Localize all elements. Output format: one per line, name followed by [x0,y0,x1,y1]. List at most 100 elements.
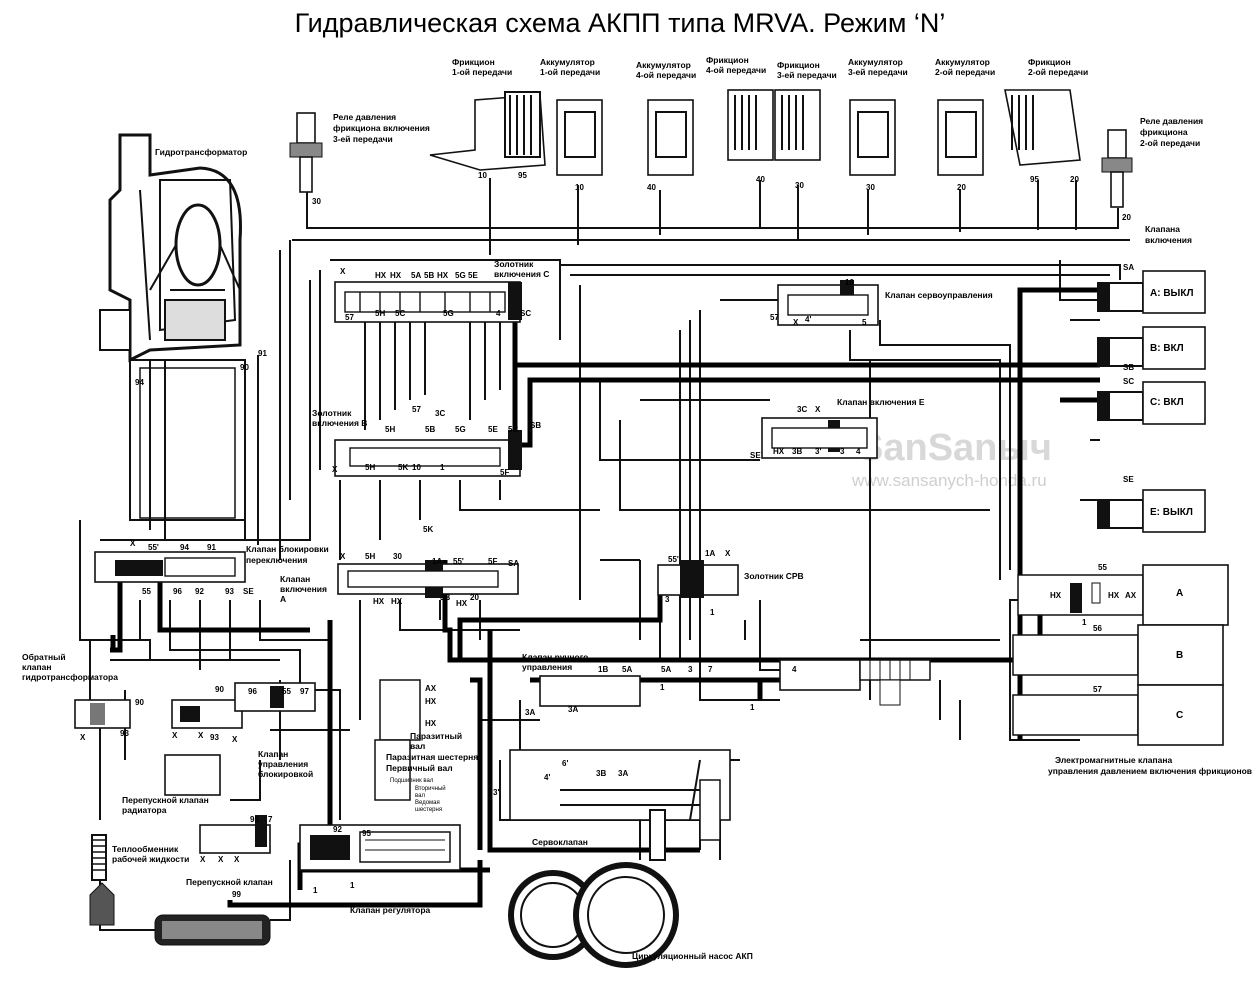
port-code: 1 [350,881,355,890]
port-code: 10 [575,183,584,192]
port-code: HX [425,719,437,728]
top-label-4a: Фрикцион [777,60,820,70]
spool-c-line2: включения С [494,269,549,279]
shift-solenoids [1097,270,1206,533]
port-code: X [793,318,799,327]
small-label: шестерня [415,807,442,813]
port-code: 4 [856,447,861,456]
small-label: Ведомая [415,800,440,806]
top-label-0a: Фрикцион [452,57,495,67]
lockup-ctrl-line2: управления [258,759,308,769]
port-code: 6' [562,759,568,768]
tc-check-line3: гидротрансформатора [22,672,118,682]
solenoid-e-state: Е: ВЫКЛ [1150,507,1193,518]
watermark-logo: SanSanыч [858,427,1052,469]
top-components [429,89,1081,176]
port-code: 5F [500,468,509,477]
relay-2-line2: фрикциона [1140,127,1188,137]
port-code: 3 [688,665,693,674]
linear-c: C [1176,710,1183,721]
valve-a-line2: включения [280,584,327,594]
port-code: 3C [797,405,807,414]
top-label-1b: 1-ой передачи [540,67,600,77]
cooler-line2: рабочей жидкости [112,854,189,864]
port-code: 5A [622,665,632,674]
port-code: 1 [750,703,755,712]
port-code: X [130,539,136,548]
port-code: 4 [792,665,797,674]
port-code: SA [508,559,519,568]
manual-line1: Клапан ручного [522,652,588,662]
port-code: X [340,552,346,561]
port-code: 3B [440,593,450,602]
relay-2-line1: Реле давления [1140,116,1203,126]
port-code: 55 [1098,563,1107,572]
top-label-0b: 1-ой передачи [452,67,512,77]
port-code: 96 [173,587,182,596]
linear-b: B [1176,650,1183,661]
port-code: 1 [660,683,665,692]
spool-c-line1: Золотник [494,259,534,269]
port-code: 57 [412,405,421,414]
tc-check-line2: клапан [22,662,51,672]
port-code: 30 [312,197,321,206]
torque-converter [99,133,246,521]
port-code: 55' [668,555,679,564]
top-label-7a: Фрикцион [1028,57,1071,67]
port-code: X [218,855,224,864]
port-code: SB [1123,363,1134,372]
top-label-5a: Аккумулятор [848,57,903,67]
port-code: 20 [957,183,966,192]
port-code: 3' [815,447,821,456]
port-code: SA [1123,263,1134,272]
port-code: 91 [258,349,267,358]
port-code: 93 [210,733,219,742]
port-code: 90 [135,698,144,707]
port-code: 5E [468,271,478,280]
port-code: 95 [1030,175,1039,184]
port-code: 30 [866,183,875,192]
top-label-6b: 2-ой передачи [935,67,995,77]
small-label: Вторичный [415,785,446,792]
lockup-ctrl-line1: Клапан [258,749,288,759]
port-code: X [340,267,346,276]
port-code: AX [425,684,437,693]
port-code: 4' [544,773,550,782]
small-label: вал [415,793,425,799]
manual-line2: управления [522,662,572,672]
spool-b-line1: Золотник [312,408,352,418]
port-code: 5B [425,425,435,434]
port-code: 3A [618,769,628,778]
port-code: 90 [240,363,249,372]
top-label-4b: 3-ей передачи [777,70,837,80]
top-label-7b: 2-ой передачи [1028,67,1088,77]
port-code: 57 [1093,685,1102,694]
label-servo-control: Клапан сервоуправления [885,290,993,300]
port-code: HX [456,599,468,608]
port-code: HX [1108,591,1120,600]
port-code: 93 [225,587,234,596]
port-code: 92 [333,825,342,834]
top-label-6a: Аккумулятор [935,57,990,67]
port-code: 5A [661,665,671,674]
label-servo-valve: Сервоклапан [532,837,588,847]
port-code: 94 [135,378,144,387]
top-label-3b: 4-ой передачи [706,65,766,75]
crv-spool [657,560,739,598]
port-code: 20 [1070,175,1079,184]
watermark-url: www.sansanych-honda.ru [851,471,1047,490]
servo-valve [509,749,731,861]
port-code: 20 [470,593,479,602]
relay-3-line2: фрикциона включения [333,123,430,133]
top-label-5b: 3-ей передачи [848,67,908,77]
manual-valve [539,659,931,707]
port-code: 20 [1122,213,1131,222]
shift-valves-line1: Клапана [1145,224,1180,234]
port-code: X [200,855,206,864]
port-code: 7 [118,587,123,596]
port-code: 5K [398,463,408,472]
port-code: HX [373,597,385,606]
shift-valve-e [761,417,878,459]
port-code: 7 [708,665,713,674]
port-code: 97 [300,687,309,696]
